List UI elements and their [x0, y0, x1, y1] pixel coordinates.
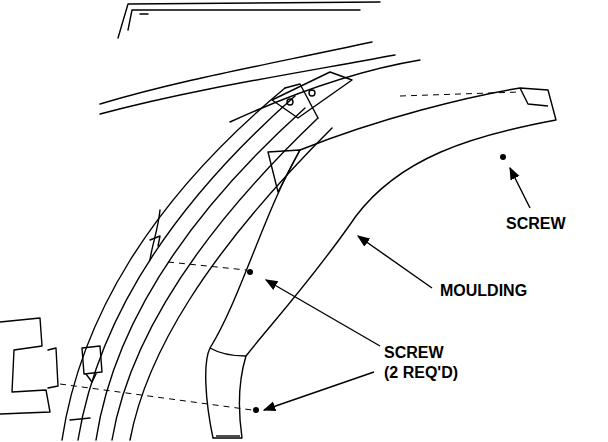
- part-label: SCREW (2 REQ'D): [384, 343, 461, 383]
- alignment-lines: [60, 92, 520, 410]
- body-structure: [0, 2, 420, 440]
- part-label: SCREW: [506, 214, 566, 234]
- leader-lines: [264, 168, 530, 410]
- part-label: MOULDING: [440, 281, 527, 301]
- moulding-part: [206, 88, 556, 438]
